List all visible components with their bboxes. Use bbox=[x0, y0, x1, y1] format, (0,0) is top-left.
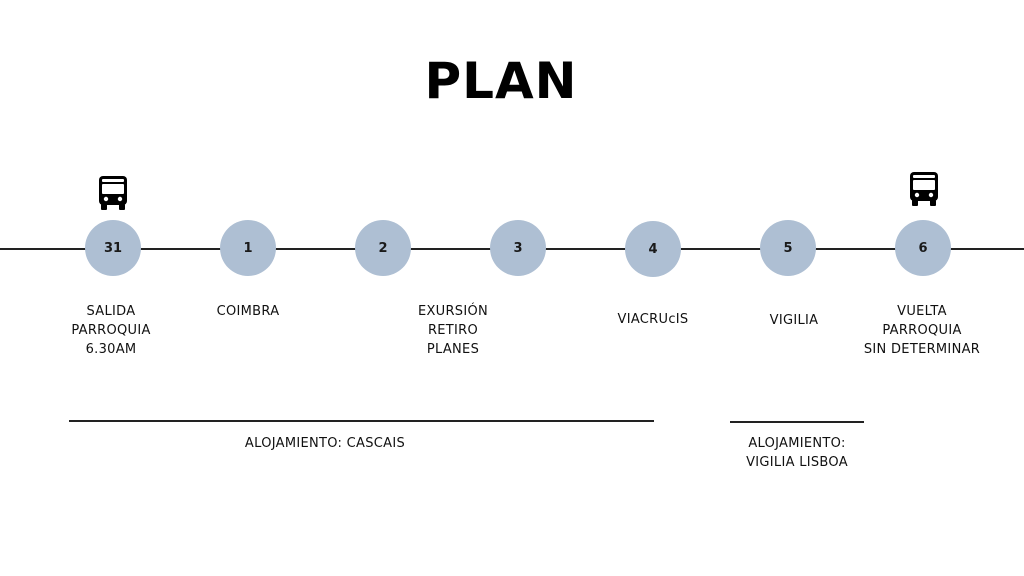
stay-label: ALOJAMIENTO: VIGILIA LISBOA bbox=[720, 434, 874, 472]
stay-label-line: VIGILIA LISBOA bbox=[746, 455, 848, 470]
stay-bracket bbox=[730, 421, 864, 423]
stay-label-line: ALOJAMIENTO: CASCAIS bbox=[244, 436, 406, 451]
stop-label: SALIDA PARROQUIA 6.30AM bbox=[36, 302, 186, 359]
stay-bracket bbox=[69, 420, 654, 422]
timeline-node: 1 bbox=[220, 220, 276, 276]
page-title: PLAN bbox=[424, 52, 578, 110]
stop-label-line: 6.30AM bbox=[85, 342, 137, 357]
stop-label-line: VIACRUcIS bbox=[617, 312, 689, 327]
stop-label-line: PLANES bbox=[426, 342, 480, 357]
bus-icon bbox=[910, 172, 938, 206]
timeline-node: 3 bbox=[490, 220, 546, 276]
stop-label: VUELTA PARROQUIA SIN DETERMINAR bbox=[847, 302, 997, 359]
timeline-node: 4 bbox=[625, 221, 681, 277]
stop-label-line: SIN DETERMINAR bbox=[863, 342, 981, 357]
stop-label-line: VIGILIA bbox=[769, 313, 819, 328]
timeline-node: 31 bbox=[85, 220, 141, 276]
stop-label: COIMBRA bbox=[173, 302, 323, 321]
stop-label-line: SALIDA bbox=[86, 304, 136, 319]
timeline-node: 5 bbox=[760, 220, 816, 276]
stop-label-line: RETIRO bbox=[427, 323, 479, 338]
stop-label-line: VUELTA bbox=[897, 304, 947, 319]
stop-label: VIACRUcIS bbox=[578, 310, 728, 329]
stay-label-line: ALOJAMIENTO: bbox=[748, 436, 846, 451]
stop-label-line: PARROQUIA bbox=[882, 323, 962, 338]
stop-label: EXURSIÓN RETIRO PLANES bbox=[378, 302, 528, 359]
timeline-node: 2 bbox=[355, 220, 411, 276]
stop-label-line: PARROQUIA bbox=[71, 323, 151, 338]
timeline-node: 6 bbox=[895, 220, 951, 276]
bus-icon bbox=[99, 176, 127, 210]
stop-label-line: COIMBRA bbox=[216, 304, 280, 319]
stop-label: VIGILIA bbox=[719, 311, 869, 330]
stay-label: ALOJAMIENTO: CASCAIS bbox=[69, 434, 581, 453]
stop-label-line: EXURSIÓN bbox=[417, 304, 489, 319]
